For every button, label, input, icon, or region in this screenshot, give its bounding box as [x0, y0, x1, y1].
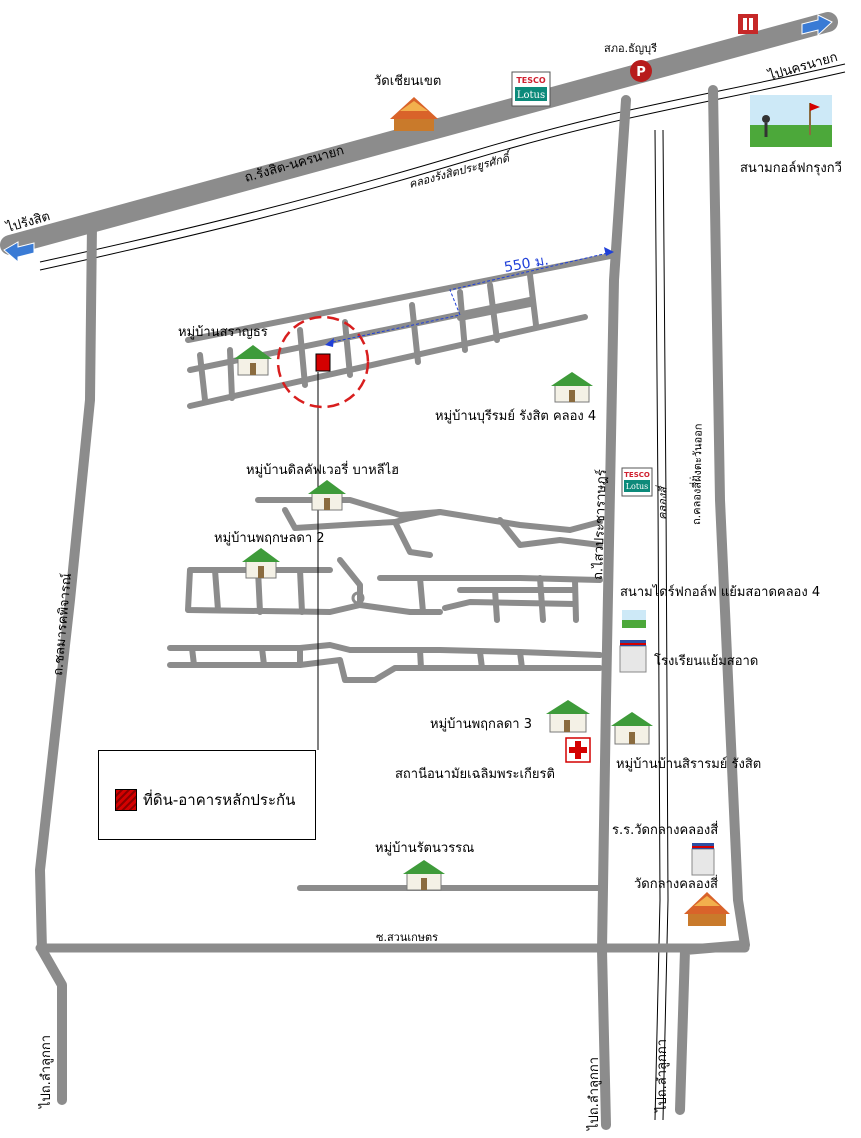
mb-burirom-label: หมู่บ้านบุรีรมย์ รังสิต คลอง 4 [435, 408, 596, 424]
distance-arrow-right-icon [604, 247, 614, 256]
house-icons [234, 345, 653, 891]
house-icon [551, 372, 593, 403]
house-icon [308, 480, 346, 511]
tesco-lotus-icon: TESCO Lotus [621, 467, 653, 497]
golf-krungthep-label: สนามกอล์ฟกรุงกวี [740, 160, 842, 176]
mb-pruksa2-label: หมู่บ้านพฤกษลดา 2 [214, 531, 325, 546]
canal-4-east-label: ถ.คลองสี่ฝั่งตะวันออก [688, 423, 705, 525]
svg-text:P: P [636, 65, 646, 80]
school-wat-klang-label: ร.ร.วัดกลางคลองสี่ [612, 821, 718, 838]
landmark-icon [738, 14, 758, 34]
legend-property-swatch [115, 789, 137, 811]
to-lamlukka-mid-label: ไปถ.ลำลูกกา [586, 1057, 602, 1131]
health-center-label: สถานีอนามัยเฉลิมพระเกียรติ [395, 766, 555, 782]
distance-label: 550 ม. [503, 252, 550, 276]
mb-saranthon-label: หมู่บ้านสราญธร [178, 325, 268, 340]
driving-range-icon [622, 610, 646, 628]
house-icon [611, 712, 653, 745]
distance-arrow-left-icon [325, 338, 334, 347]
legend-label: ที่ดิน-อาคารหลักประกัน [143, 791, 296, 809]
middle-road-grid [167, 497, 603, 683]
golf-course-icon [750, 95, 832, 147]
sai-prachathipat-label: ถ.ไสวประชาราษฎร์ [590, 469, 610, 580]
yamsaard-school-label: โรงเรียนแย้มสอาด [654, 653, 758, 669]
legend-box: ที่ดิน-อาคารหลักประกัน [98, 750, 316, 840]
police-thanyaburi-label: สภอ.ธัญบุรี [604, 42, 657, 55]
house-icon [242, 548, 280, 579]
svg-text:Lotus: Lotus [626, 482, 649, 491]
house-icon [403, 860, 445, 891]
property-circle [276, 315, 370, 409]
soi-suan-kaset-road [35, 885, 750, 953]
canal-klong-4 [654, 129, 669, 1121]
suan-kaset-label: ซ.สวนเกษตร [376, 931, 438, 944]
mb-rattanawan-label: หมู่บ้านรัตนวรรณ [375, 841, 474, 856]
roundabout [351, 591, 365, 605]
svg-text:TESCO: TESCO [516, 76, 546, 85]
canal-small-label: คลองสี่ [654, 485, 670, 520]
svg-text:TESCO: TESCO [624, 471, 650, 479]
driving-range-label: สนามไดร์ฟกอล์ฟ แย้มสอาดคลอง 4 [620, 584, 820, 600]
canal-rangsit [39, 63, 846, 271]
arrow-right-icon [801, 14, 833, 37]
temple-icon [684, 892, 730, 926]
temple-icon [390, 97, 438, 131]
wat-chian-khet-label: วัดเชียนเขต [374, 73, 441, 89]
house-icon [546, 700, 590, 733]
mb-sirarom-label: หมู่บ้านบ้านสิรารมย์ รังสิต [616, 756, 761, 772]
svg-text:Lotus: Lotus [517, 90, 545, 101]
health-center-icon [565, 737, 591, 763]
distance-indicator [327, 251, 613, 344]
wat-klang-label: วัดกลางคลองสี่ [634, 875, 718, 892]
vertical-roads [35, 85, 750, 1130]
school-icon [619, 640, 647, 673]
house-icon [234, 345, 272, 376]
school-icon [691, 843, 715, 876]
to-nakhon-nayok-label: ไปนครนายก [766, 49, 840, 84]
to-lamlukka-left-label: ไปถ.ลำลูกกา [38, 1035, 54, 1109]
to-lamlukka-right-label: ไปถ.ลำลูกกา [654, 1039, 670, 1113]
police-station-icon: P [630, 60, 652, 82]
mb-pruksa3-label: หมู่บ้านพฤกลดา 3 [430, 717, 532, 732]
mb-dilight-label: หมู่บ้านดิลคัฟเวอรี่ บาหลีไฮ [246, 461, 399, 478]
arrow-left-icon [3, 241, 35, 264]
tesco-lotus-icon: TESCO Lotus [511, 71, 551, 107]
property-marker [315, 353, 331, 372]
main-road [0, 12, 838, 255]
